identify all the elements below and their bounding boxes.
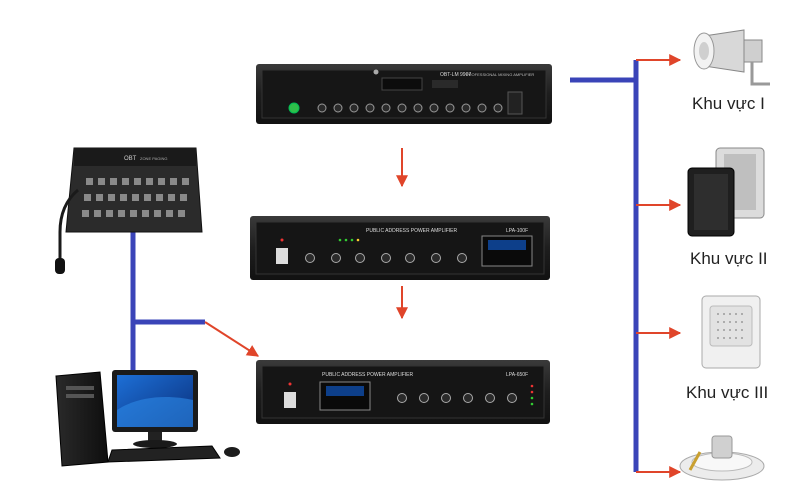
mouse xyxy=(224,447,240,457)
mixing-amplifier: OBT-LM 9907 PROFESSIONAL MIXING AMPLIFIE… xyxy=(256,64,552,124)
amp2-knobs xyxy=(397,393,517,403)
microphone-gooseneck xyxy=(58,188,79,262)
mixer-brand-label: OBT-LM 9907 xyxy=(440,72,471,78)
mixer-vu-meter xyxy=(381,77,423,91)
microphone-head xyxy=(55,258,65,274)
paging-console: OBT ZONE PAGING xyxy=(55,147,203,274)
zone-label-3: Khu vực III xyxy=(686,383,769,402)
horn-speaker-icon xyxy=(693,29,770,86)
amp1-indicator-leds xyxy=(338,238,360,242)
amp1-name-label: PUBLIC ADDRESS POWER AMPLIFIER xyxy=(366,228,458,234)
console-name-label: ZONE PAGING xyxy=(140,156,167,161)
arrow-console-to-amp2 xyxy=(204,321,260,357)
box-speaker-icon xyxy=(687,147,765,237)
zone-label-1: Khu vực I xyxy=(692,94,765,113)
mixer-knobs xyxy=(317,103,503,113)
mixer-power-button xyxy=(288,102,300,114)
power-amplifier-2: PUBLIC ADDRESS POWER AMPLIFIER LPA-650F xyxy=(256,360,550,424)
amp1-model-label: LPA-100F xyxy=(506,228,528,234)
amp2-model-label: LPA-650F xyxy=(506,372,528,378)
zone-label-2: Khu vực II xyxy=(690,249,768,268)
red-arrows xyxy=(204,54,682,478)
wall-speaker-icon xyxy=(701,295,761,369)
amp1-knobs xyxy=(305,253,467,263)
console-buttons xyxy=(82,178,189,217)
signal-lines xyxy=(130,60,639,472)
amp2-name-label: PUBLIC ADDRESS POWER AMPLIFIER xyxy=(322,372,414,378)
console-brand-label: OBT xyxy=(124,156,137,162)
mixer-name-label: PROFESSIONAL MIXING AMPLIFIER xyxy=(466,72,534,77)
desktop-computer xyxy=(55,370,240,467)
amp2-indicator-leds xyxy=(530,384,534,406)
ceiling-speaker-icon xyxy=(679,435,765,481)
keyboard xyxy=(107,445,221,463)
power-amplifier-1: PUBLIC ADDRESS POWER AMPLIFIER LPA-100F xyxy=(250,216,550,280)
